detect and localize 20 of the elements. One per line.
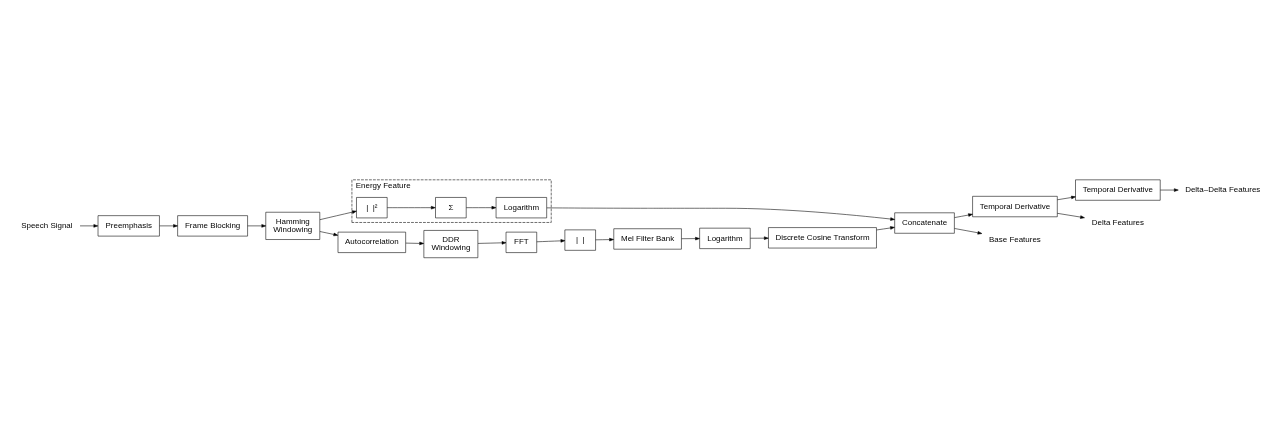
arrow	[954, 213, 973, 218]
arrow	[159, 224, 178, 228]
arrow	[386, 206, 436, 210]
arrow	[750, 236, 769, 240]
arrow	[79, 224, 99, 228]
arrow	[319, 210, 357, 220]
arrow	[247, 224, 266, 228]
arrow	[681, 236, 700, 241]
arrow	[477, 241, 507, 245]
arrow	[1057, 213, 1085, 219]
arrow	[536, 239, 566, 243]
arrow	[954, 228, 983, 235]
arrow	[595, 237, 614, 242]
arrow	[319, 231, 339, 237]
arrow	[466, 206, 497, 210]
arrow	[546, 207, 895, 221]
arrow	[1160, 188, 1179, 192]
arrow	[405, 241, 424, 246]
arrow	[876, 226, 895, 231]
arrow	[1057, 195, 1076, 201]
